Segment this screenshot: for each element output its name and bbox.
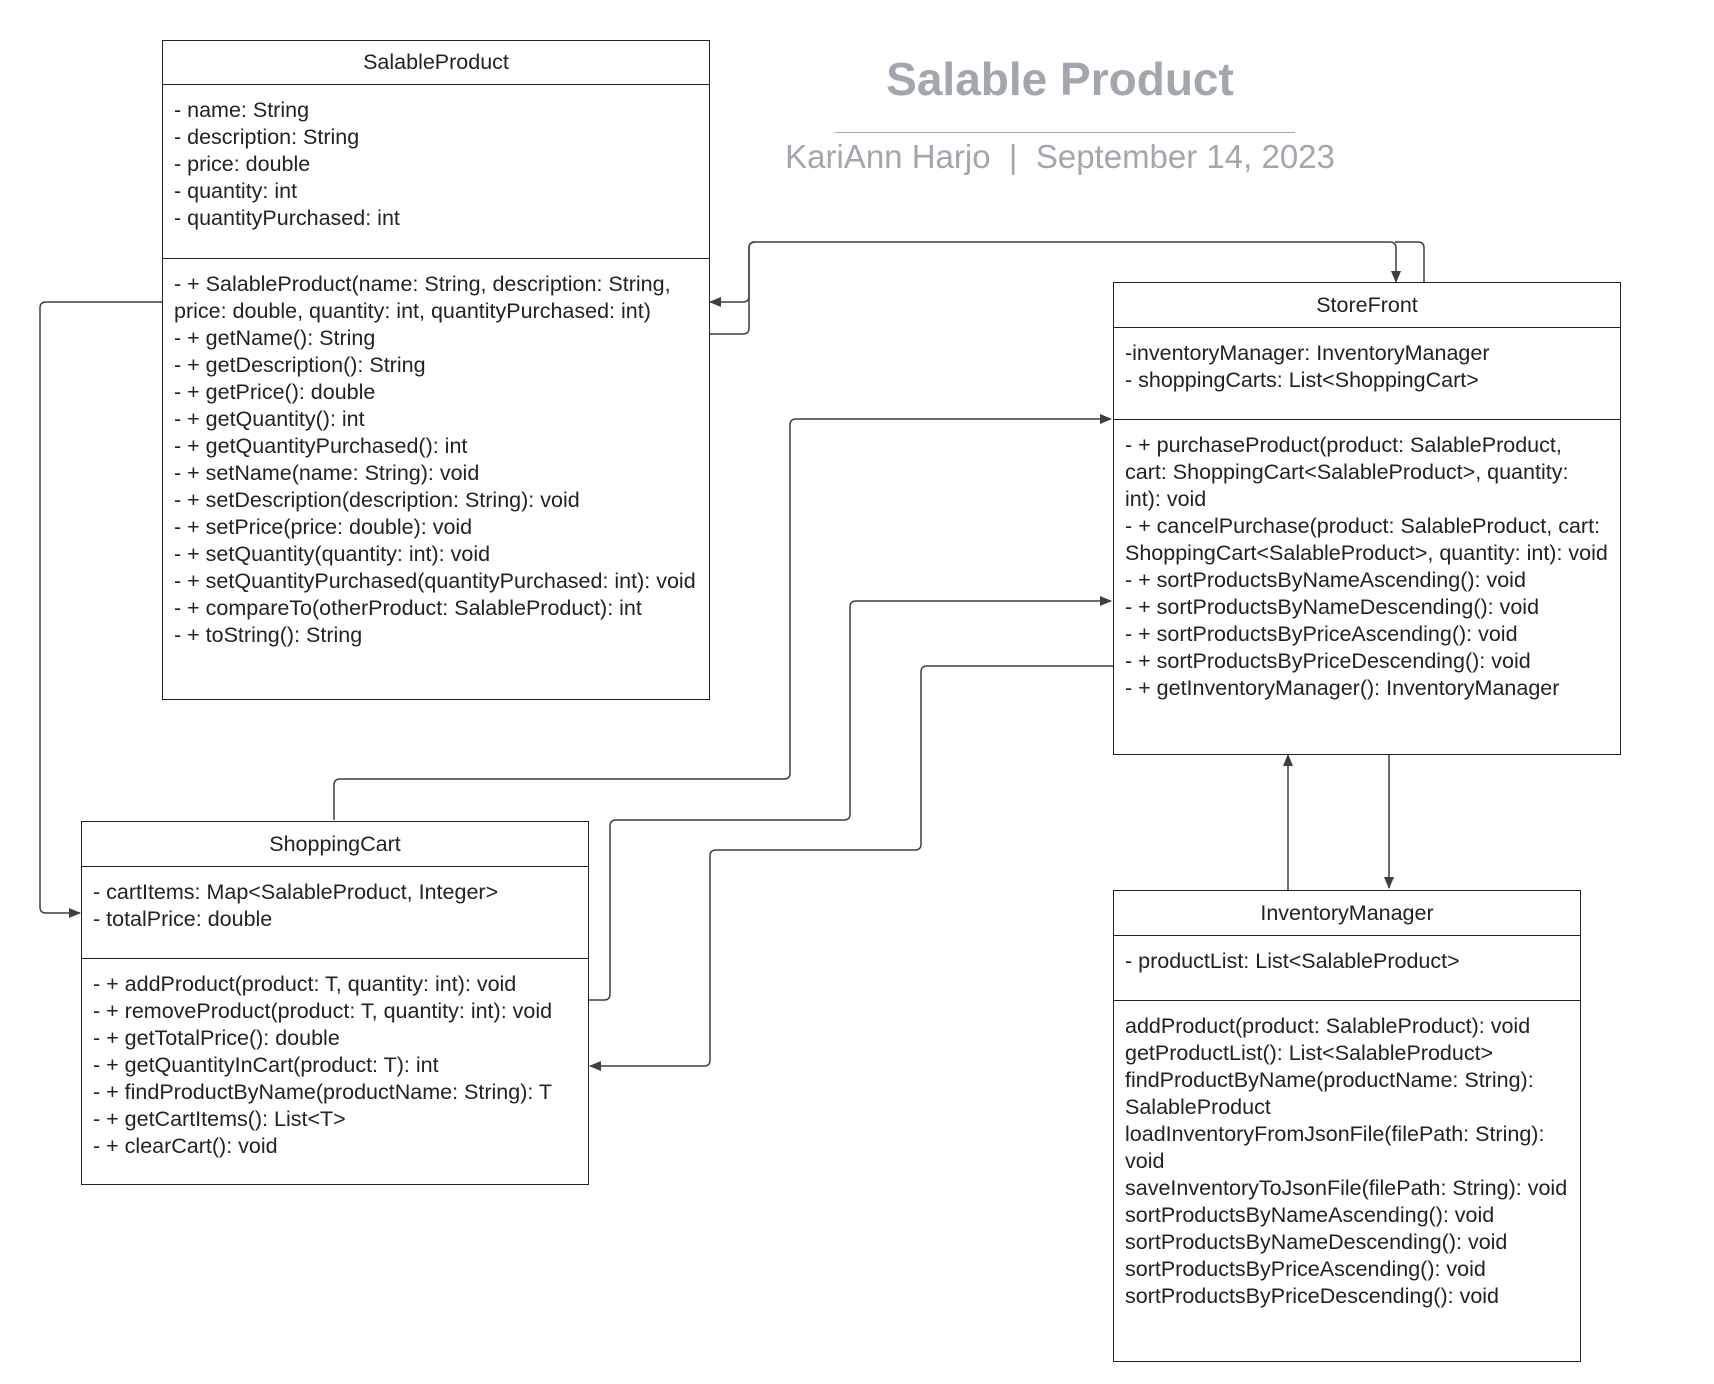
- method-line: sortProductsByNameAscending(): void: [1125, 1203, 1495, 1227]
- method-line: sortProductsByPriceAscending(): void: [1125, 1257, 1486, 1281]
- method-line: - + getName(): String: [174, 326, 376, 350]
- method-line: - + clearCart(): void: [93, 1134, 278, 1158]
- methods-section: - + purchaseProduct(product: SalableProd…: [1114, 420, 1620, 702]
- method-line: saveInventoryToJsonFile(filePath: String…: [1125, 1176, 1568, 1200]
- attribute-line: - productList: List<SalableProduct>: [1125, 949, 1460, 973]
- method-line: - + getQuantity(): int: [174, 407, 365, 431]
- attributes-section: - cartItems: Map<SalableProduct, Integer…: [82, 867, 588, 959]
- method-line: - + sortProductsByPriceAscending(): void: [1125, 622, 1518, 646]
- author-name: KariAnn Harjo: [785, 138, 991, 175]
- diagram-date: September 14, 2023: [1035, 138, 1335, 175]
- method-line: - + setQuantity(quantity: int): void: [174, 542, 491, 566]
- class-box-shoppingcart: ShoppingCart - cartItems: Map<SalablePro…: [81, 821, 589, 1185]
- method-line: - + getCartItems(): List<T>: [93, 1107, 346, 1131]
- methods-section: - + SalableProduct(name: String, descrip…: [163, 259, 709, 649]
- method-line: - + sortProductsByNameAscending(): void: [1125, 568, 1526, 592]
- method-line: - + setPrice(price: double): void: [174, 515, 473, 539]
- method-line: - + sortProductsByPriceDescending(): voi…: [1125, 649, 1531, 673]
- class-name: SalableProduct: [163, 41, 709, 85]
- title-divider: [835, 132, 1295, 133]
- connector-storefront-to-shoppingcart: [589, 665, 1114, 1071]
- attributes-section: - productList: List<SalableProduct>: [1114, 936, 1580, 1001]
- class-box-storefront: StoreFront -inventoryManager: InventoryM…: [1113, 282, 1621, 755]
- method-line: - + setName(name: String): void: [174, 461, 480, 485]
- method-line: - + SalableProduct(name: String, descrip…: [174, 272, 677, 323]
- method-line: addProduct(product: SalableProduct): voi…: [1125, 1014, 1531, 1038]
- method-line: - + compareTo(otherProduct: SalableProdu…: [174, 596, 642, 620]
- method-line: - + purchaseProduct(product: SalableProd…: [1125, 433, 1575, 511]
- method-line: - + getDescription(): String: [174, 353, 426, 377]
- class-name: ShoppingCart: [82, 822, 588, 867]
- subtitle-separator: |: [1008, 138, 1018, 175]
- attribute-line: - quantity: int: [174, 179, 298, 203]
- method-line: - + getQuantityPurchased(): int: [174, 434, 468, 458]
- diagram-subtitle: KariAnn Harjo | September 14, 2023: [740, 138, 1380, 176]
- attribute-line: - name: String: [174, 98, 310, 122]
- connector-salableproduct-to-shoppingcart: [39, 301, 162, 918]
- method-line: - + sortProductsByNameDescending(): void: [1125, 595, 1540, 619]
- attribute-line: - cartItems: Map<SalableProduct, Integer…: [93, 880, 499, 904]
- connector-shoppingcart-to-storefront-a: [333, 414, 1112, 820]
- method-line: - + setDescription(description: String):…: [174, 488, 580, 512]
- class-box-salableproduct: SalableProduct - name: String - descripti…: [162, 40, 710, 700]
- method-line: - + getPrice(): double: [174, 380, 376, 404]
- attributes-section: -inventoryManager: InventoryManager - sho…: [1114, 328, 1620, 420]
- class-name: InventoryManager: [1114, 891, 1580, 936]
- method-line: - + addProduct(product: T, quantity: int…: [93, 972, 517, 996]
- attribute-line: - price: double: [174, 152, 311, 176]
- attribute-line: - totalPrice: double: [93, 907, 273, 931]
- method-line: sortProductsByPriceDescending(): void: [1125, 1284, 1500, 1308]
- method-line: - + toString(): String: [174, 623, 363, 647]
- diagram-title: Salable Product: [886, 53, 1234, 105]
- method-line: loadInventoryFromJsonFile(filePath: Stri…: [1125, 1122, 1551, 1173]
- method-line: getProductList(): List<SalableProduct>: [1125, 1041, 1494, 1065]
- attribute-line: - shoppingCarts: List<ShoppingCart>: [1125, 368, 1479, 392]
- connector-storefront-to-salableproduct: [710, 241, 1425, 302]
- attributes-section: - name: String - description: String - pri…: [163, 85, 709, 259]
- attribute-line: - quantityPurchased: int: [174, 206, 400, 230]
- attribute-line: - description: String: [174, 125, 360, 149]
- methods-section: addProduct(product: SalableProduct): voi…: [1114, 1001, 1580, 1310]
- method-line: sortProductsByNameDescending(): void: [1125, 1230, 1508, 1254]
- method-line: - + setQuantityPurchased(quantityPurchas…: [174, 569, 696, 593]
- method-line: - + removeProduct(product: T, quantity: …: [93, 999, 553, 1023]
- class-box-inventorymanager: InventoryManager - productList: List<Sal…: [1113, 890, 1581, 1362]
- method-line: - + cancelPurchase(product: SalableProdu…: [1125, 514, 1608, 565]
- method-line: - + getTotalPrice(): double: [93, 1026, 340, 1050]
- method-line: - + getQuantityInCart(product: T): int: [93, 1053, 439, 1077]
- attribute-line: -inventoryManager: InventoryManager: [1125, 341, 1490, 365]
- method-line: - + findProductByName(productName: Strin…: [93, 1080, 553, 1104]
- method-line: findProductByName(productName: String): …: [1125, 1068, 1540, 1119]
- method-line: - + getInventoryManager(): InventoryMana…: [1125, 676, 1560, 700]
- class-name: StoreFront: [1114, 283, 1620, 328]
- methods-section: - + addProduct(product: T, quantity: int…: [82, 959, 588, 1160]
- connector-shoppingcart-to-storefront-b: [588, 596, 1112, 1001]
